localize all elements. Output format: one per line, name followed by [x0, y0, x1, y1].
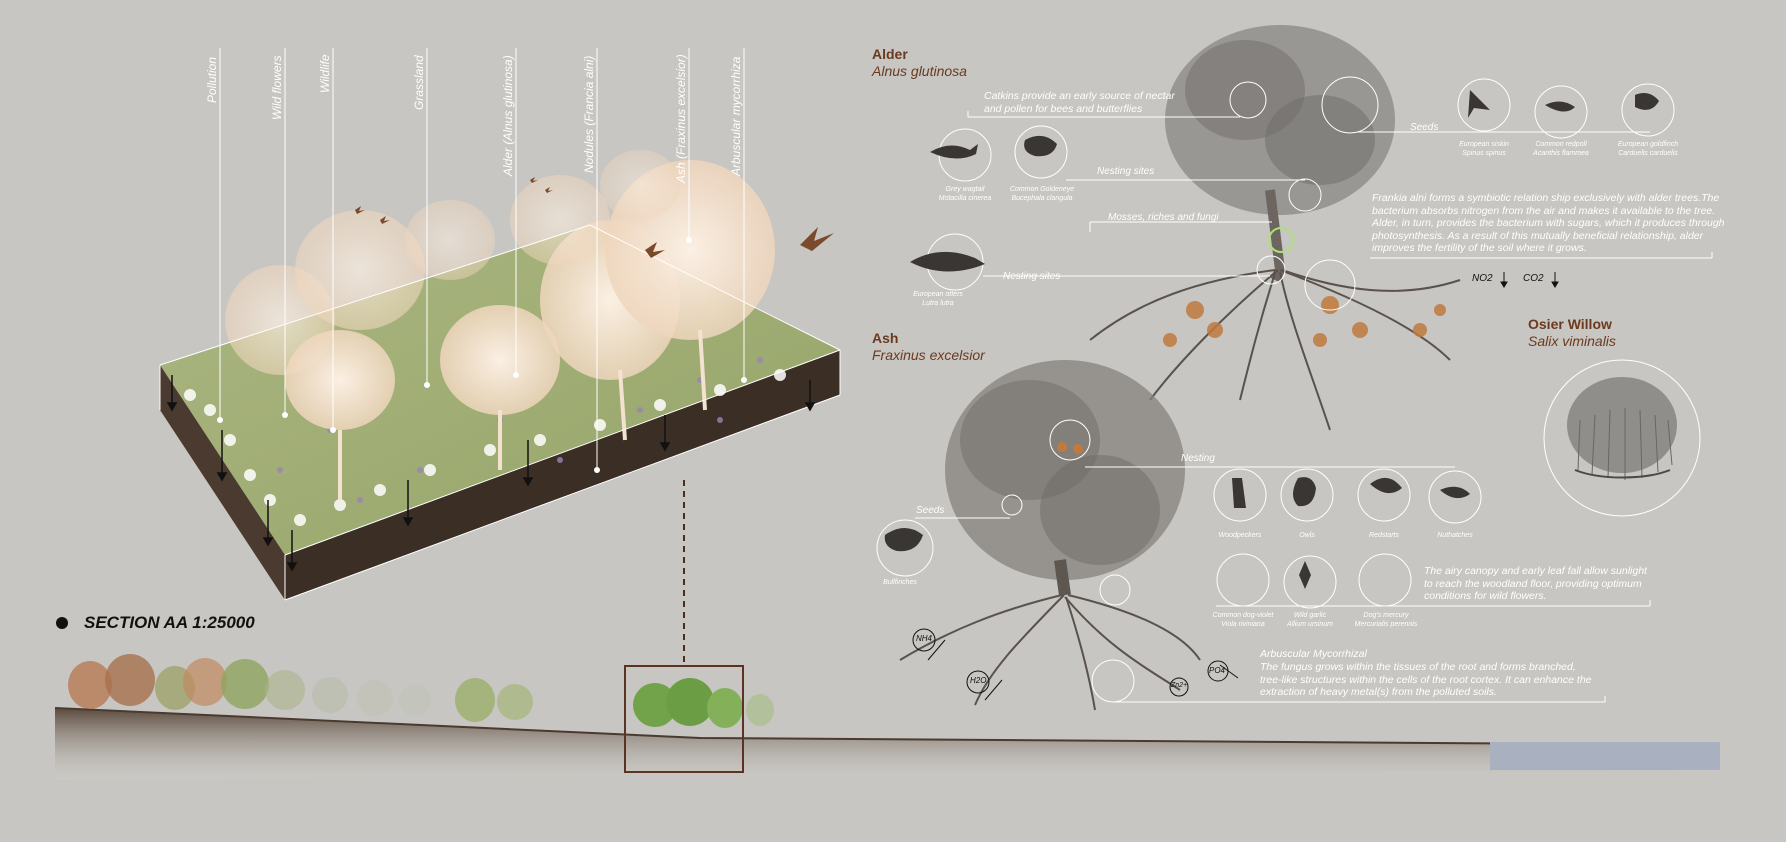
section-water: [1490, 742, 1720, 770]
section-aa: [54, 654, 1721, 780]
alder-latin: Alnus glutinosa: [872, 63, 967, 79]
nuthatch-caption: Nuthatches: [1437, 532, 1473, 539]
section-title: SECTION AA 1:25000: [84, 613, 255, 632]
legend-ash: Ash (Fraxinus excelsior): [674, 54, 688, 183]
soil-front: [285, 350, 840, 600]
willow-name: Osier Willow: [1528, 316, 1612, 332]
block-outline: [159, 224, 841, 601]
alder-nesting-label: Nesting sites: [1097, 166, 1155, 177]
mycorrhizal-title: Arbuscular Mycorrhizal: [1260, 648, 1367, 660]
willow-illustration: [1543, 359, 1701, 517]
legend-mycorrhiza: Arbuscular mycorrhiza: [729, 56, 743, 176]
alder-frankia-note: Frankia alni forms a symbiotic relation …: [1372, 192, 1725, 254]
pollution-arrows: [166, 375, 816, 572]
legend-alder: Alder (Alnus glutinosa): [501, 55, 515, 176]
soil-left: [160, 365, 285, 600]
section-ground: [55, 708, 1720, 780]
alder-catkins-note: Catkins provide an early source of necta…: [984, 90, 1175, 115]
redstart-caption: Redstarts: [1369, 532, 1399, 539]
co2-label: CO2: [1523, 273, 1544, 284]
wild-flowers: [277, 357, 763, 503]
ash-name: Ash: [872, 330, 899, 346]
pollution-markers: [184, 369, 786, 526]
alder-nesting-label-2: Nesting sites: [1003, 271, 1061, 282]
chem-arrows: [927, 272, 1559, 701]
legend-nodules: Nodules (Francia alni): [582, 55, 596, 173]
tree-trunks: [338, 329, 707, 500]
willow-latin: Salix viminalis: [1528, 333, 1616, 349]
ash-seeds-label: Seeds: [916, 505, 945, 516]
bullfinch-caption: Bullfinches: [883, 579, 917, 586]
zn-label: Zn2+: [1171, 682, 1188, 689]
mycorrhizal-note: The fungus grows within the tissues of t…: [1260, 661, 1592, 698]
section-highlight-box: [624, 665, 744, 773]
label-leader-ends: [217, 237, 747, 473]
legend-wild-flowers: Wild flowers: [270, 55, 284, 120]
alder-mosses-label: Mosses, riches and fungi: [1108, 212, 1219, 223]
ash-illustration: [899, 360, 1201, 711]
ash-nesting-label: Nesting: [1181, 453, 1215, 464]
h2o-label: H2O: [970, 676, 987, 685]
legend-wildlife: Wildlife: [318, 54, 332, 93]
label-leader-lines: [219, 48, 745, 470]
birds-flying: [355, 177, 834, 258]
cream-trees: [225, 150, 775, 430]
legend-pollution: Pollution: [205, 56, 219, 103]
po4-label: PO4: [1209, 666, 1226, 675]
alder-name: Alder: [872, 46, 908, 62]
ash-latin: Fraxinus excelsior: [872, 347, 985, 363]
owl-caption: Owls: [1299, 532, 1315, 539]
legend-grassland: Grassland: [412, 55, 426, 110]
alder-seeds-label: Seeds: [1410, 122, 1439, 133]
woodpecker-caption: Woodpeckers: [1218, 532, 1262, 539]
section-trees: [68, 654, 774, 728]
animal-silhouettes: [884, 90, 1659, 589]
no2-label: NO2: [1472, 273, 1493, 284]
alder-illustration: [1089, 25, 1461, 431]
ash-canopy-note: The airy canopy and early leaf fall allo…: [1424, 565, 1647, 602]
axonometric-block: [159, 48, 841, 666]
chem-circles: [912, 628, 1229, 697]
annotation-lines: [915, 111, 1713, 703]
nh4-label: NH4: [916, 634, 933, 643]
section-bullet: [56, 617, 68, 629]
